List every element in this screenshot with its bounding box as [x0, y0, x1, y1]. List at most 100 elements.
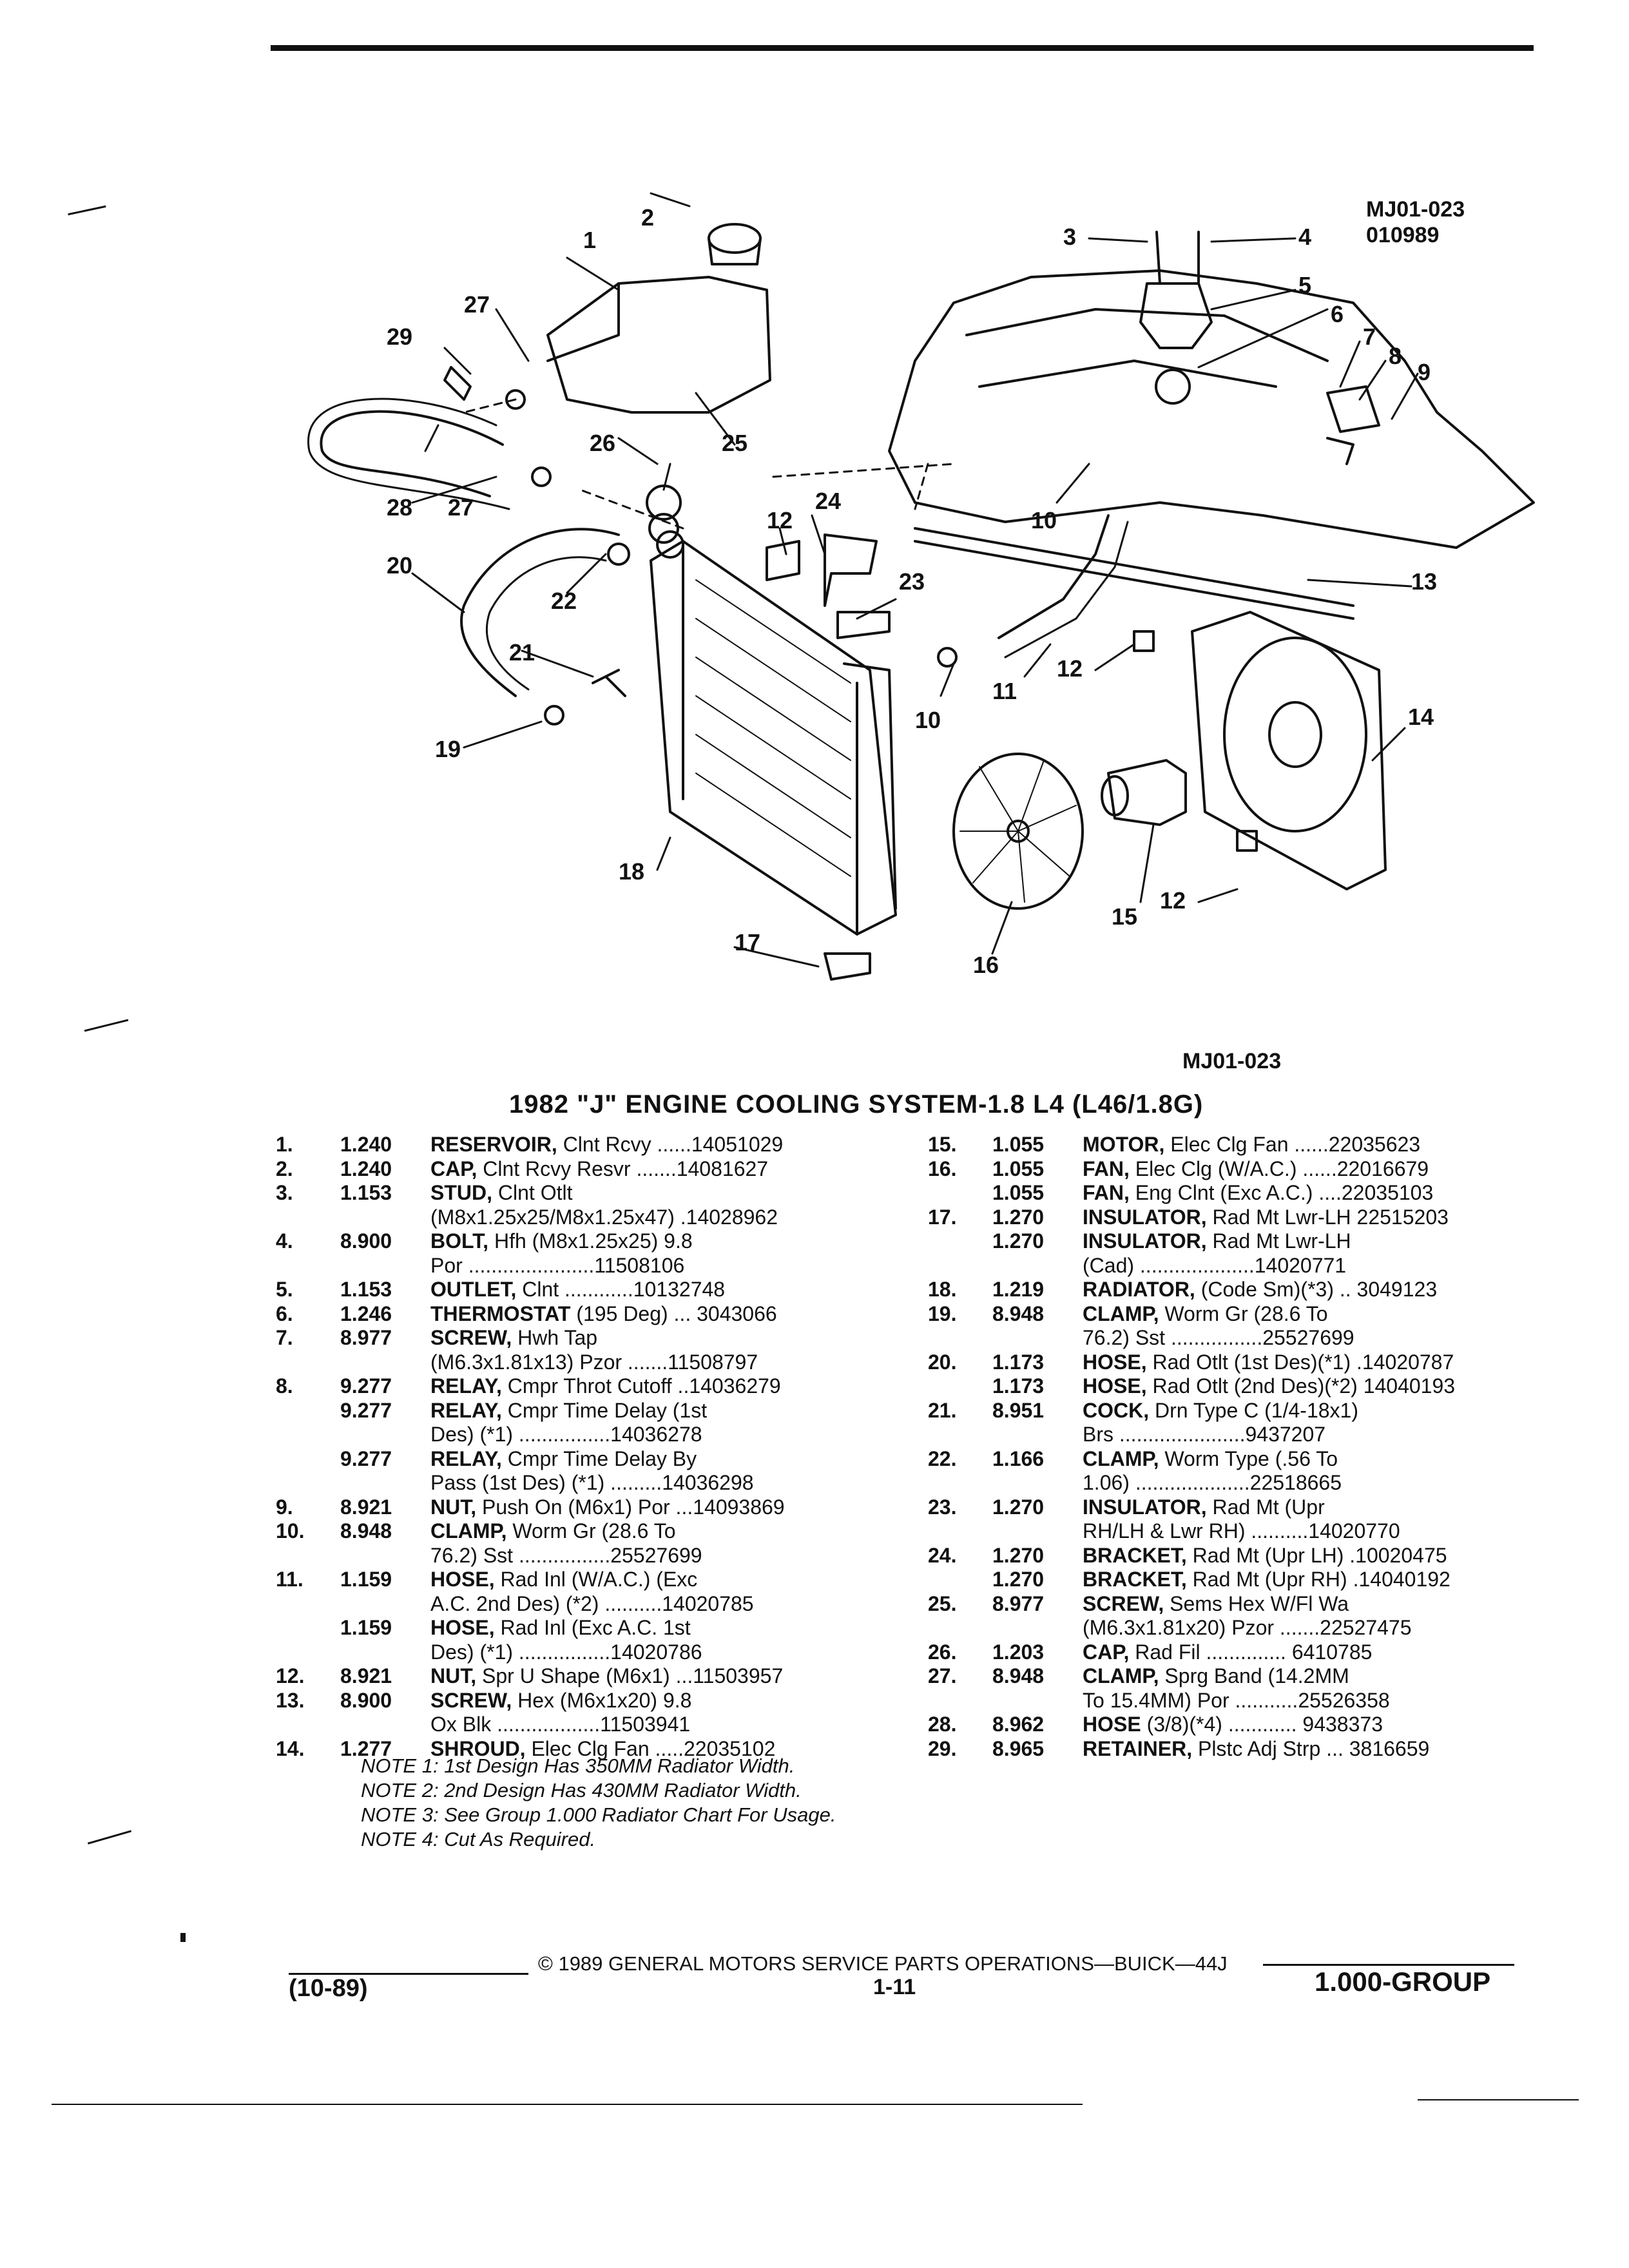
callout-20: 20 — [387, 552, 412, 579]
parts-description: RESERVOIR, Clnt Rcvy ......14051029 — [430, 1133, 940, 1157]
parts-detail: Rad Mt Lwr-LH 22515203 — [1206, 1205, 1449, 1229]
callout-7: 7 — [1363, 323, 1376, 350]
parts-group-code: 1.246 — [340, 1302, 392, 1325]
callout-22: 22 — [551, 588, 577, 614]
parts-group-code — [340, 1423, 430, 1447]
parts-name: FAN, — [1083, 1181, 1130, 1204]
parts-item-number: 7. — [276, 1326, 293, 1349]
callout-29: 29 — [387, 323, 412, 350]
parts-description: SCREW, Hex (M6x1x20) 9.8 — [430, 1689, 940, 1713]
parts-name: HOSE, — [430, 1568, 495, 1591]
parts-group-code: 1.270 — [992, 1205, 1045, 1229]
callout-9: 9 — [1418, 359, 1431, 385]
callout-11: 11 — [992, 678, 1017, 704]
parts-row: (Cad) ....................14020771 — [928, 1254, 1540, 1278]
parts-description: Pass (1st Des) (*1) .........14036298 — [430, 1471, 940, 1495]
parts-detail: Rad Mt Lwr-LH — [1206, 1229, 1351, 1253]
callout-1: 1 — [583, 227, 596, 253]
parts-item-number — [276, 1592, 340, 1617]
parts-item-number: 17. — [928, 1205, 957, 1229]
parts-detail: (195 Deg) ... 3043066 — [570, 1302, 777, 1325]
parts-item-number: 13. — [276, 1688, 305, 1712]
parts-group-code: 8.948 — [992, 1664, 1045, 1687]
callout-5: 5 — [1298, 272, 1311, 298]
parts-group-code — [340, 1544, 430, 1568]
parts-item-number — [276, 1713, 340, 1737]
parts-group-code: 1.270 — [992, 1568, 1045, 1591]
parts-name: CLAMP, — [1083, 1446, 1159, 1470]
footer-date: (10-89) — [289, 1975, 368, 2002]
parts-group-code — [340, 1471, 430, 1495]
parts-group-code: 1.219 — [992, 1278, 1045, 1301]
parts-name: SCREW, — [430, 1326, 512, 1349]
parts-row: 17. 1.270 INSULATOR, Rad Mt Lwr-LH 2251520… — [928, 1206, 1540, 1230]
footer-page-number: 1-11 — [873, 1975, 916, 1999]
parts-description: CLAMP, Worm Type (.56 To — [1083, 1447, 1540, 1472]
parts-item-number: 29. — [928, 1736, 957, 1760]
parts-group-code: 1.277 — [340, 1736, 392, 1760]
parts-detail: Brs ......................9437207 — [1083, 1423, 1326, 1446]
parts-group-code: 8.921 — [340, 1495, 392, 1519]
callout-19: 19 — [435, 736, 461, 762]
callout-6: 6 — [1331, 301, 1344, 327]
callout-24: 24 — [815, 488, 841, 514]
parts-detail: Elec Clg Fan .....22035102 — [525, 1736, 776, 1760]
parts-row: 27. 8.948 CLAMP, Sprg Band (14.2MM — [928, 1664, 1540, 1689]
parts-detail: (M6.3x1.81x20) Pzor .......22527475 — [1083, 1616, 1412, 1639]
parts-row: Des) (*1) ................14036278 — [276, 1423, 940, 1447]
parts-item-number: 20. — [928, 1350, 957, 1374]
parts-item-number: 11. — [276, 1568, 304, 1591]
figure-id: MJ01-023 010989 — [1366, 197, 1465, 248]
parts-item-number: 1. — [276, 1133, 293, 1156]
parts-name: SCREW, — [1083, 1591, 1164, 1615]
footer-copyright: © 1989 GENERAL MOTORS SERVICE PARTS OPER… — [538, 1952, 1228, 1975]
parts-description: RH/LH & Lwr RH) ..........14020770 — [1083, 1519, 1540, 1544]
parts-name: HOSE, — [1083, 1374, 1147, 1398]
parts-detail: To 15.4MM) Por ...........25526358 — [1083, 1688, 1390, 1712]
parts-description: (M6.3x1.81x13) Pzor .......11508797 — [430, 1350, 940, 1375]
parts-group-code: 8.948 — [992, 1302, 1045, 1325]
parts-row: RH/LH & Lwr RH) ..........14020770 — [928, 1519, 1540, 1544]
parts-detail: 76.2) Sst ................25527699 — [1083, 1326, 1354, 1349]
parts-detail: Plstc Adj Strp ... 3816659 — [1192, 1736, 1430, 1760]
parts-detail: (M8x1.25x25/M8x1.25x47) .14028962 — [430, 1205, 778, 1229]
parts-description: NUT, Spr U Shape (M6x1) ...11503957 — [430, 1664, 940, 1689]
callout-27a: 27 — [464, 291, 490, 318]
callout-4: 4 — [1298, 224, 1311, 250]
parts-detail: (Code Sm)(*3) .. 3049123 — [1195, 1278, 1438, 1301]
parts-description: INSULATOR, Rad Mt Lwr-LH 22515203 — [1083, 1206, 1540, 1230]
exploded-parts-diagram: 1 2 3 4 5 6 7 8 9 10 10 11 12 12 12 13 1… — [307, 192, 1535, 981]
bottom-rule-left — [52, 2104, 1083, 2105]
parts-detail: Sprg Band (14.2MM — [1159, 1664, 1349, 1687]
parts-description: HOSE, Rad Inl (W/A.C.) (Exc — [430, 1568, 940, 1592]
parts-detail: Drn Type C (1/4-18x1) — [1149, 1398, 1358, 1422]
parts-row: 76.2) Sst ................25527699 — [928, 1326, 1540, 1350]
callout-25: 25 — [722, 430, 747, 456]
parts-description: FAN, Eng Clnt (Exc A.C.) ....22035103 — [1083, 1181, 1540, 1206]
parts-description: CLAMP, Worm Gr (28.6 To — [430, 1519, 940, 1544]
fan-shape — [952, 753, 1084, 910]
parts-item-number: 6. — [276, 1302, 293, 1325]
parts-description: CLAMP, Sprg Band (14.2MM — [1083, 1664, 1540, 1689]
parts-detail: (M6.3x1.81x13) Pzor .......11508797 — [430, 1350, 758, 1374]
parts-group-code: 1.203 — [992, 1640, 1045, 1664]
parts-description: BRACKET, Rad Mt (Upr RH) .14040192 — [1083, 1568, 1540, 1592]
parts-group-code: 1.153 — [340, 1278, 392, 1301]
parts-name: FAN, — [1083, 1157, 1130, 1180]
parts-detail: Hwh Tap — [512, 1326, 598, 1349]
parts-row: (M6.3x1.81x13) Pzor .......11508797 — [276, 1350, 940, 1375]
parts-item-number: 27. — [928, 1664, 957, 1687]
parts-name: MOTOR, — [1083, 1133, 1165, 1156]
parts-detail: Clnt Rcvy ......14051029 — [557, 1133, 784, 1156]
note-3: NOTE 3: See Group 1.000 Radiator Chart F… — [361, 1803, 836, 1826]
page-title: 1982 "J" ENGINE COOLING SYSTEM-1.8 L4 (L… — [509, 1090, 1204, 1119]
parts-name: RADIATOR, — [1083, 1278, 1195, 1301]
parts-item-number: 28. — [928, 1713, 957, 1736]
parts-row: 1.270 BRACKET, Rad Mt (Upr RH) .14040192 — [928, 1568, 1540, 1592]
